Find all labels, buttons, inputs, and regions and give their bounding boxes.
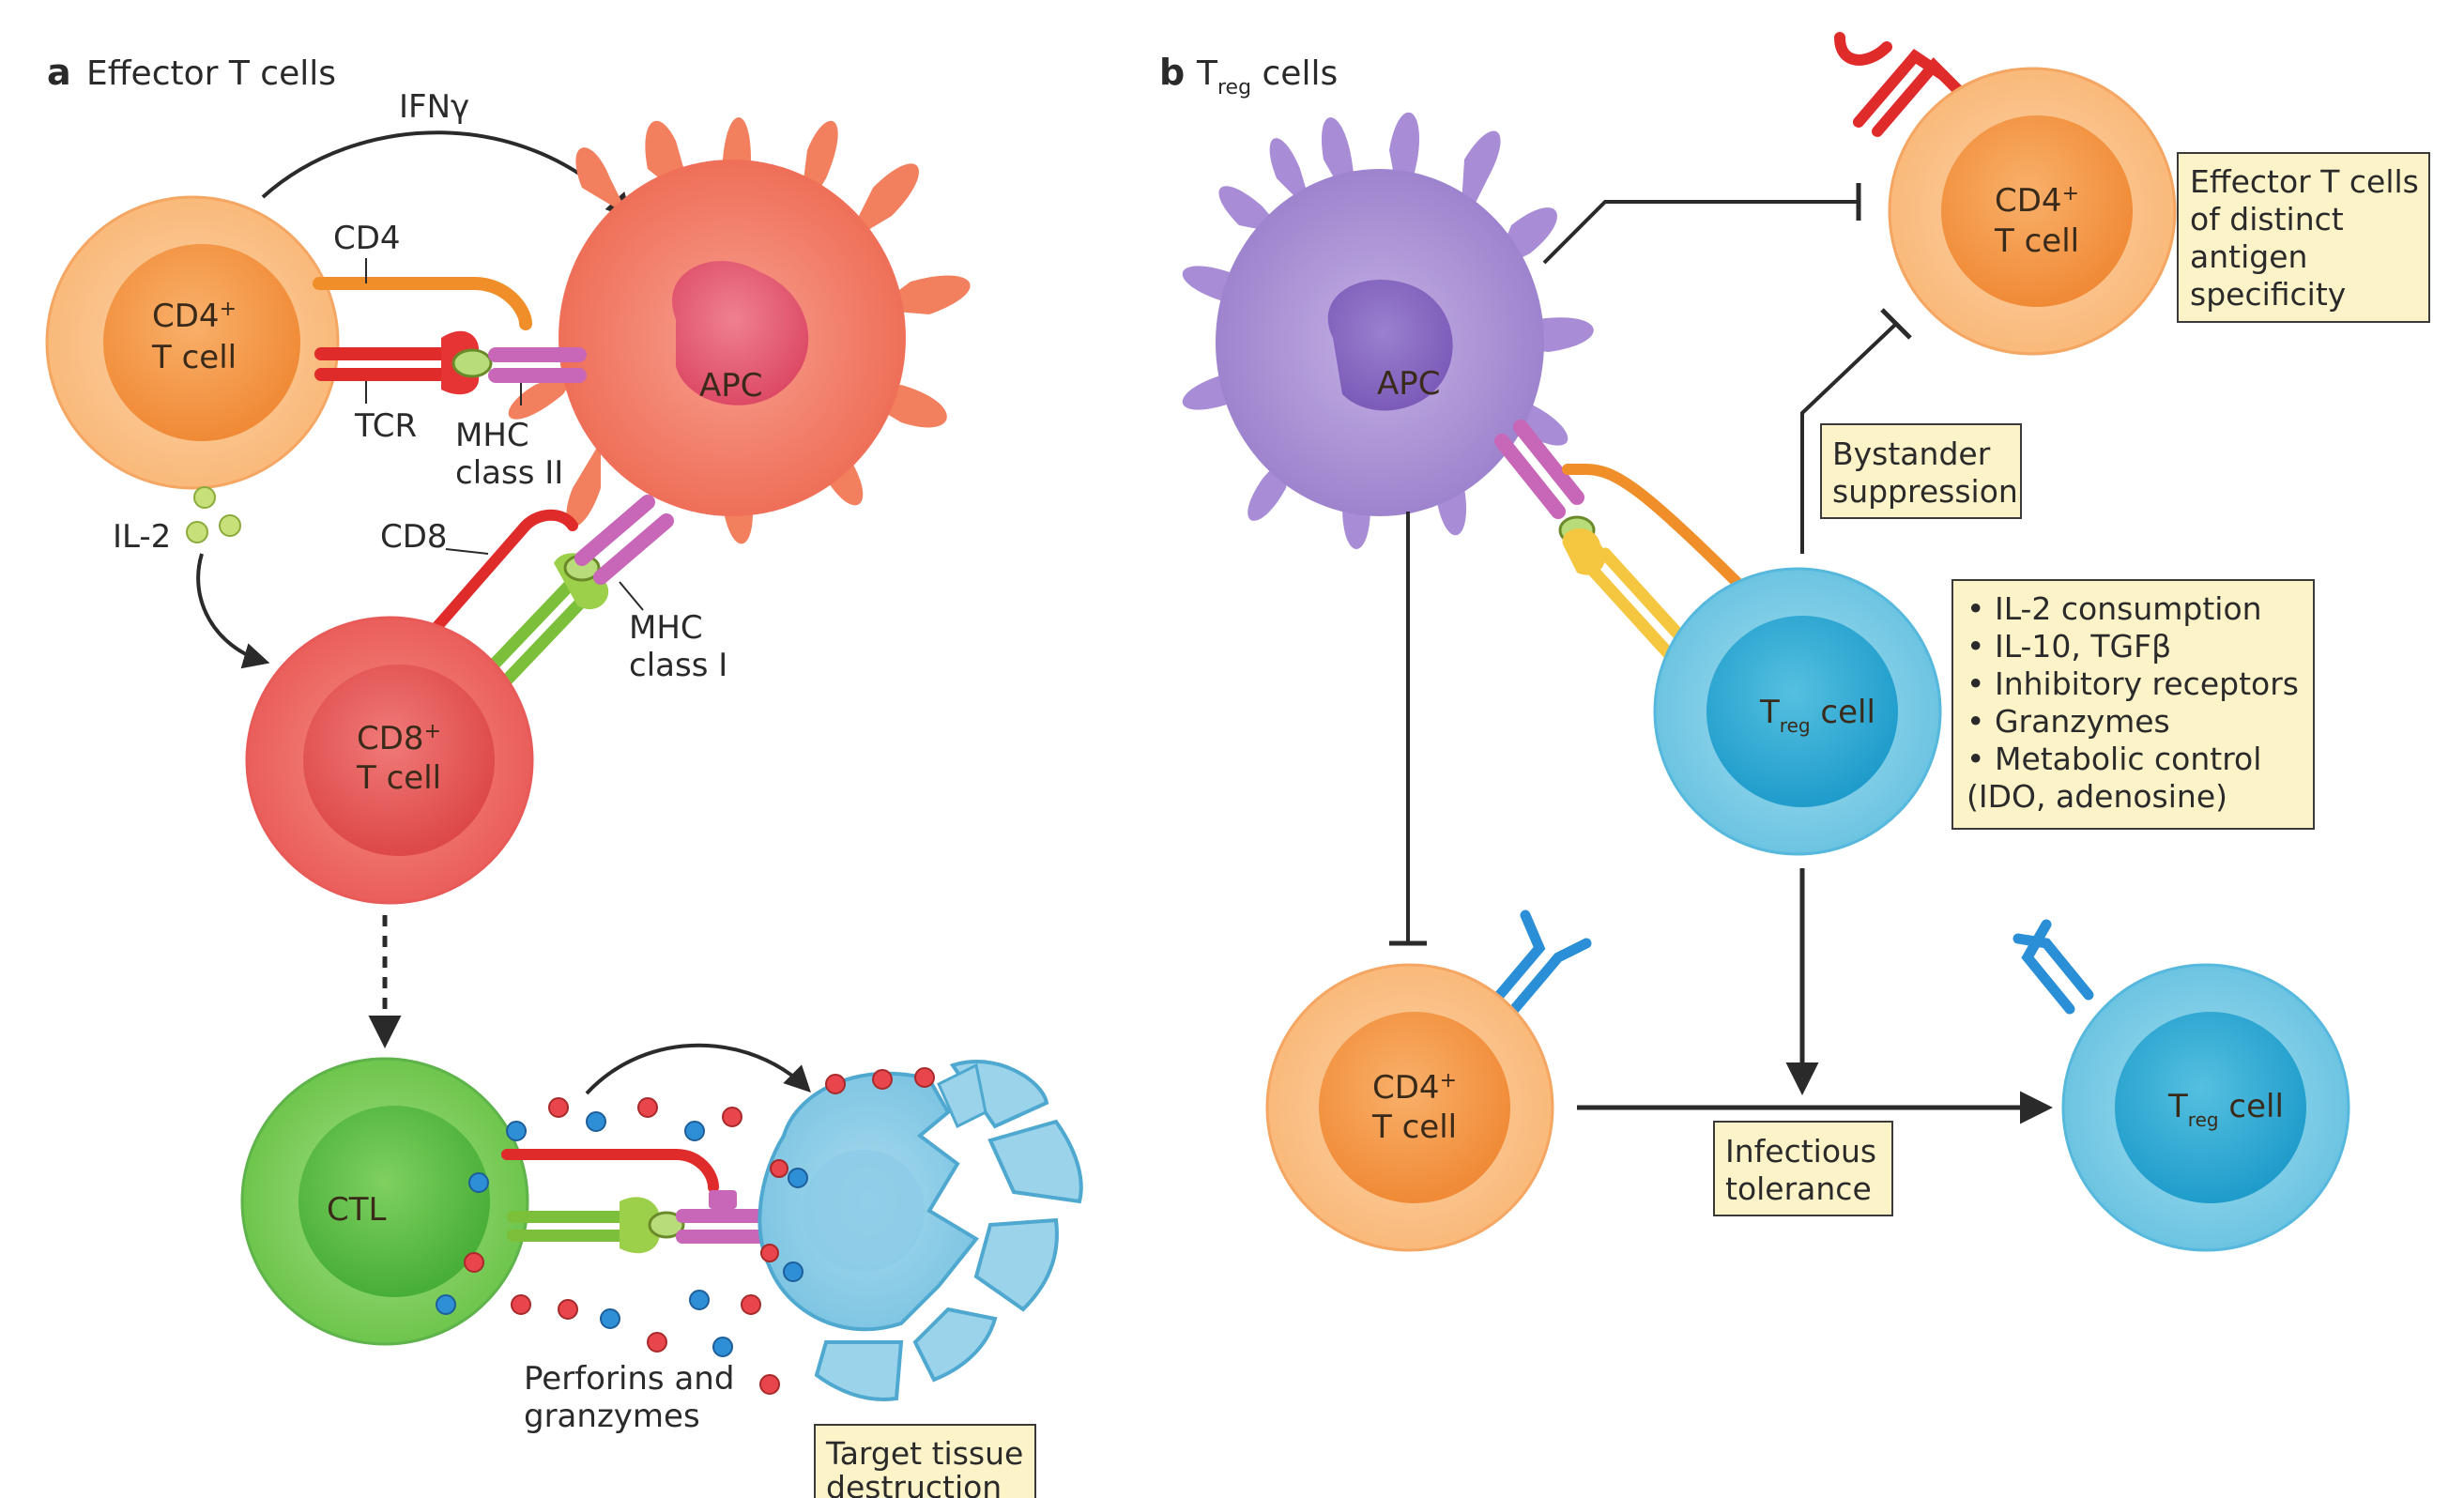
cd4-cell-a-sup: + [220,298,237,321]
bystander-line1: Bystander [1832,436,1991,472]
apc-purple-label: APC [1377,365,1441,403]
cd8-cell-line1: CD8 [357,720,424,757]
peptide-a [451,348,493,378]
cd4-cell-a-line1: CD4 [152,298,220,335]
svg-text:CD8+: CD8+ [357,720,441,757]
effector-box-line2: of distinct [2190,201,2344,237]
svg-text:CD4+: CD4+ [1372,1069,1457,1107]
tcr-label: TCR [354,407,417,445]
mhc-class-ii-b [1494,420,1584,519]
treg-label-t: T [1759,694,1780,731]
effector-box-line4: specificity [2190,276,2346,313]
mechanisms-box: • IL-2 consumption • IL-10, TGFβ • Inhib… [1951,579,2315,830]
treg2-label-sub: reg [2188,1108,2219,1131]
cd8-coreceptor [421,509,578,644]
granzyme-dots [436,1067,935,1395]
il2-dots [186,486,241,543]
bystander-bar [1880,308,1912,340]
effector-cell-line1: CD4 [1995,182,2062,220]
mhc-class-i-a [574,495,674,585]
mechanism-2: • IL-10, TGFβ [1967,628,2171,665]
mhc2-label-line1: MHC [455,417,529,454]
target-cell [758,1060,1083,1401]
cd8-leader [445,548,489,555]
mechanism-3: • Inhibitory receptors [1967,665,2299,702]
mhc-class-i-ctl [676,1190,779,1244]
cd8-label: CD8 [380,518,448,556]
ctl-cd8 [501,1149,719,1193]
mechanism-4: • Granzymes [1967,703,2170,740]
svg-text:CD4+: CD4+ [152,298,237,335]
granule-arrow [585,1043,811,1095]
perforins-line2: granzymes [524,1398,700,1435]
effector-box-line1: Effector T cells [2190,163,2419,200]
target-line1: Target tissue [825,1435,1023,1472]
cd4-lower-line1: CD4 [1372,1069,1440,1107]
panel-a-title: Effector T cells [86,54,336,93]
svg-text:Treg cells: Treg cells [1196,54,1338,99]
apc-red-cell: APC [508,117,971,544]
treg-label-sub: reg [1780,714,1811,737]
peptide-ctl [648,1211,685,1239]
cd4-cell-a-line2: T cell [151,339,237,376]
cd4-coreceptor [313,277,532,330]
ctl-cell: CTL [240,1057,529,1346]
panel-b-title-rest: cells [1251,54,1338,93]
inhibit-top-line [1542,200,1859,265]
ctl-tcr [507,1197,660,1254]
mechanism-1: • IL-2 consumption [1967,590,2262,627]
cd4-lower-line2: T cell [1371,1108,1457,1146]
apc-purple-cell: APC [1182,112,1594,549]
target-destruction-box: Target tissue destruction [814,1424,1036,1498]
cd4-orange-b [1562,464,1752,597]
svg-text:Treg cell: Treg cell [1759,694,1875,737]
bystander-box: Bystander suppression [1820,423,2022,519]
mhc1-label-line1: MHC [629,609,703,647]
target-line2: destruction [826,1469,1002,1498]
il2-arrow [196,553,270,669]
mhc-class-ii-a [488,347,587,383]
cd4-label: CD4 [333,220,401,257]
cd8-cell-sup: + [424,720,441,743]
mhc2-label-line2: class II [455,454,563,492]
treg-lower-cell: Treg cell [2013,919,2350,1252]
bystander-line [1800,322,1898,554]
svg-text:CD4+: CD4+ [1995,182,2079,220]
il2-label: IL-2 [113,518,171,556]
mhc1-label-line2: class I [629,647,727,684]
treg2-label-t: T [2167,1088,2188,1125]
perforins-line1: Perforins and [524,1360,734,1398]
svg-text:Treg cell: Treg cell [2167,1088,2284,1131]
cd8-t-cell: CD8+ T cell [245,616,534,905]
apc-red-label: APC [699,367,763,405]
panel-b-title-sub: reg [1217,76,1251,99]
mechanism-5: • Metabolic control [1967,741,2261,777]
treg2-label-rest: cell [2219,1088,2284,1125]
effector-box-line3: antigen [2190,238,2307,275]
cd4-lower-cell: CD4+ T cell [1265,910,1592,1252]
treg-label-rest: cell [1811,694,1875,731]
ifn-label: IFNγ [399,88,469,126]
panel-a-letter: a [47,52,71,93]
mhc1-leader [619,581,644,611]
ctl-label: CTL [327,1191,387,1229]
ifn-arrow [261,130,633,221]
mechanism-6: (IDO, adenosine) [1967,778,2227,815]
effector-cell-line2: T cell [1994,222,2079,260]
cd4-t-cell-a: CD4+ T cell [45,195,340,490]
bystander-line2: suppression [1832,473,2018,510]
infectious-line1: Infectious [1725,1133,1876,1169]
cd8-cell-line2: T cell [356,759,441,797]
panel-b-title-t: T [1196,54,1218,93]
infectious-tolerance-box: Infectious tolerance [1713,1121,1893,1216]
effector-cd4-cell: CD4+ T cell [1834,32,2177,356]
treg-cell: Treg cell [1653,567,1942,856]
cd4-lower-sup: + [1440,1069,1457,1093]
infectious-line2: tolerance [1725,1170,1872,1207]
effector-note-box: Effector T cells of distinct antigen spe… [2177,152,2430,323]
panel-b-letter: b [1159,52,1185,93]
effector-cell-sup: + [2062,182,2079,206]
